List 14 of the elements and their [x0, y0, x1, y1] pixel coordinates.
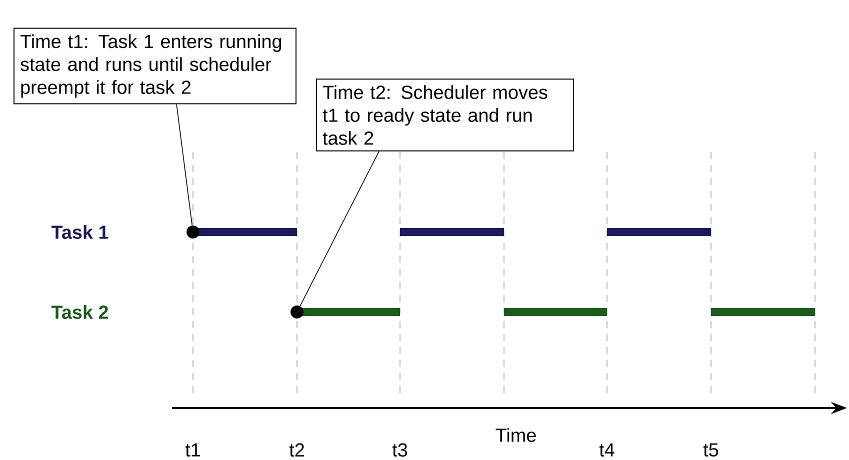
tick-label: t1: [185, 443, 200, 457]
start-dot: [290, 306, 304, 318]
callout-box: Time t2: Scheduler moves t1 to ready state and run task 2: [316, 78, 574, 152]
callout-box: Time t1: Task 1 enters running state and runs until scheduler preempt it for task 2: [14, 28, 296, 104]
task-label: Task 1: [51, 225, 108, 239]
tick-label: t2: [289, 443, 304, 457]
start-dot: [186, 226, 200, 238]
leader-line: [300, 150, 380, 306]
axis-title: Time: [496, 428, 536, 442]
task-label: Task 2: [51, 305, 108, 319]
tick-label: t5: [703, 443, 718, 457]
tick-label: t3: [392, 443, 408, 457]
tick-label: t4: [599, 443, 614, 457]
leader-line: [176, 104, 193, 226]
